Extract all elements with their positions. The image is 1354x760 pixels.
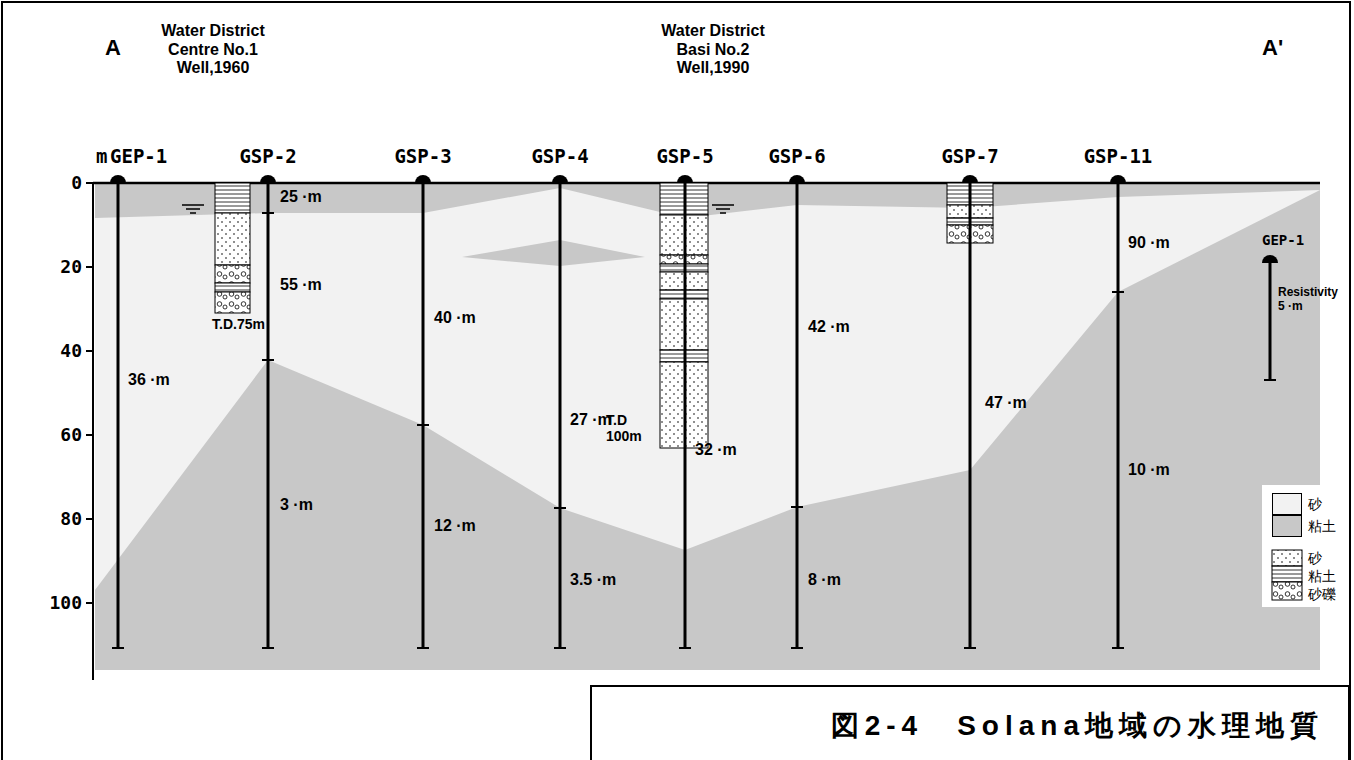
station-name: GSP-5 [656,146,713,168]
legend-text: 砂礫 [1308,586,1336,602]
sounding-station [415,175,431,648]
depth-value: 20 [60,257,82,278]
clay-top-layer [95,183,1320,218]
depth-value: 80 [60,509,82,530]
depth-value: 60 [60,425,82,446]
legend-pattern-swatch [1272,582,1302,600]
legend-text: 粘土 [1308,518,1336,534]
depth-axis [92,183,94,680]
resistivity-value: 8 ·m [808,571,841,589]
legend-pattern-swatch [1272,566,1302,582]
legend-text: 粘土 [1308,568,1336,584]
depth-unit: m [96,146,107,168]
legend-swatch [1272,493,1302,515]
sounding-station [552,175,568,648]
resistivity-value: 47 ·m [985,394,1027,412]
resistivity-value: 10 ·m [1128,461,1170,479]
station-name: GSP-3 [394,146,451,168]
clay-bottom-layer [95,190,1320,670]
station-name: GSP-6 [768,146,825,168]
sounding-station [110,175,126,648]
section-end: A' [1262,35,1283,60]
sounding-station [677,175,693,648]
title-box: 図2-4 Solana地域の水理地質 [590,685,1350,760]
legend-swatch [1272,515,1302,537]
legend-resistivity: Resistivity 5 ·m [1278,286,1344,314]
legend-ground [1262,485,1348,607]
resistivity-value: 36 ·m [128,371,170,389]
legend-sounding-sample [1262,255,1278,380]
station-name: GSP-11 [1084,146,1153,168]
legend-station-name: GEP-1 [1262,232,1304,248]
resistivity-value: 3.5 ·m [570,571,616,589]
sounding-station [1110,175,1126,648]
resistivity-value: 40 ·m [434,309,476,327]
legend-pattern-swatch [1272,550,1302,566]
water-table-symbol [182,205,734,213]
sounding-station [260,175,276,648]
legend-text: 砂 [1308,550,1322,566]
well-log-centre [215,183,250,313]
total-depth: T.D.75m [212,316,265,332]
sounding-lines [110,175,1126,648]
resistivity-value: 32 ·m [695,441,737,459]
clay-lens [462,240,645,266]
resistivity-value: 42 ·m [808,318,850,336]
resistivity-value: 3 ·m [280,496,313,514]
sounding-station [962,175,978,648]
legend-text: 砂 [1308,496,1322,512]
depth-value: 40 [60,341,82,362]
well-heading: Water District Basi No.2 Well,1990 [648,22,778,77]
total-depth: T.D 100m [606,412,654,444]
station-name: GSP-4 [531,146,588,168]
resistivity-value: 55 ·m [280,276,322,294]
figure-title: 図2-4 Solana地域の水理地質 [831,707,1324,745]
depth-value: 0 [71,173,82,194]
well-heading: Water District Centre No.1 Well,1960 [148,22,278,77]
station-name: GSP-2 [239,146,296,168]
resistivity-value: 12 ·m [434,517,476,535]
resistivity-value: 90 ·m [1128,234,1170,252]
sand-layer [95,183,1320,670]
resistivity-value: 27 ·m [570,411,612,429]
depth-value: 100 [49,593,82,614]
resistivity-value: 25 ·m [280,188,322,206]
section-end: A [105,35,121,60]
sounding-station [789,175,805,648]
station-name: GEP-1 [110,146,167,168]
depth-ticks [86,183,93,603]
station-name: GSP-7 [941,146,998,168]
